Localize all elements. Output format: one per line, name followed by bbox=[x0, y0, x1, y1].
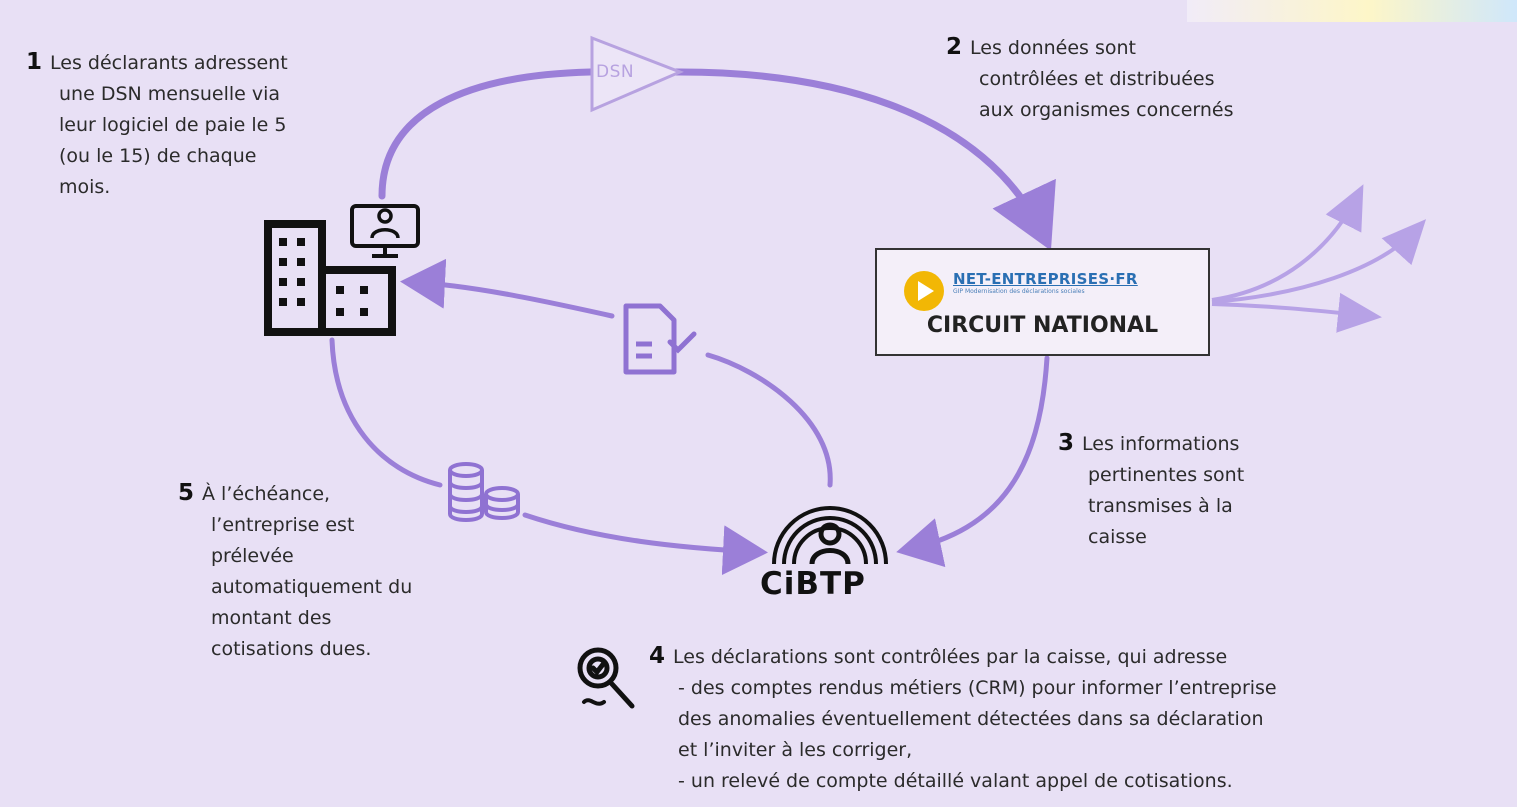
cibtp-logo-icon bbox=[772, 506, 888, 565]
step-4-line: Les déclarations sont contrôlées par la … bbox=[673, 646, 1228, 668]
arrow-distribution-3 bbox=[1211, 292, 1382, 333]
dsn-label: DSN bbox=[596, 62, 635, 82]
circuit-national-label: CIRCUIT NATIONAL bbox=[926, 313, 1159, 338]
arrow-distribution-2 bbox=[1211, 219, 1427, 304]
arrow-distribution-1 bbox=[1211, 184, 1364, 302]
step-1-text: 1 Les déclarants adressent une DSN mensue… bbox=[26, 47, 426, 203]
document-check-icon bbox=[623, 303, 697, 375]
corner-decoration bbox=[1187, 0, 1517, 22]
step-2-number: 2 bbox=[946, 34, 963, 60]
step-3-line: pertinentes sont bbox=[1088, 464, 1245, 486]
dsn-triangle bbox=[590, 35, 684, 113]
cibtp-label: CiBTP bbox=[760, 566, 866, 602]
step-5-line: À l’échéance, bbox=[202, 483, 331, 505]
step-4-number: 4 bbox=[649, 643, 666, 669]
net-entreprises-play-icon bbox=[904, 271, 944, 311]
person-monitor-icon bbox=[350, 204, 420, 258]
arrow-coins-to-cibtp bbox=[522, 512, 768, 576]
net-entreprises-name: NET-ENTREPRISES·FR bbox=[953, 270, 1138, 288]
step-1-number: 1 bbox=[26, 49, 43, 75]
step-1-line: leur logiciel de paie le 5 bbox=[59, 114, 287, 136]
step-4-line: des anomalies éventuellement détectées d… bbox=[678, 708, 1264, 730]
step-2-line: Les données sont bbox=[970, 37, 1136, 59]
arrow-dsn-to-net bbox=[378, 68, 1056, 251]
step-3-text: 3 Les informations pertinentes sont trans… bbox=[1058, 428, 1338, 553]
step-4-line: et l’inviter à les corriger, bbox=[678, 739, 913, 761]
step-2-text: 2 Les données sont contrôlées et distribu… bbox=[946, 32, 1366, 126]
arrow-cibtp-to-building bbox=[705, 352, 833, 488]
step-5-line: prélevée bbox=[211, 545, 294, 567]
step-1-line: une DSN mensuelle via bbox=[59, 83, 281, 105]
step-1-line: Les déclarants adressent bbox=[50, 52, 288, 74]
step-5-line: automatiquement du bbox=[211, 576, 413, 598]
net-entreprises-box: NET-ENTREPRISES·FR GIP Modernisation des… bbox=[875, 248, 1210, 356]
step-4-text: 4 Les déclarations sont contrôlées par la… bbox=[649, 641, 1509, 797]
step-2-line: contrôlées et distribuées bbox=[979, 68, 1215, 90]
step-4-line: - un relevé de compte détaillé valant ap… bbox=[678, 770, 1233, 792]
step-5-line: l’entreprise est bbox=[211, 514, 355, 536]
step-3-number: 3 bbox=[1058, 430, 1075, 456]
arrow-net-to-cibtp bbox=[896, 355, 1050, 568]
step-2-line: aux organismes concernés bbox=[979, 99, 1234, 121]
step-5-line: montant des bbox=[211, 607, 332, 629]
step-1-line: (ou le 15) de chaque bbox=[59, 145, 257, 167]
step-4-line: - des comptes rendus métiers (CRM) pour … bbox=[678, 677, 1277, 699]
search-check-icon bbox=[577, 647, 635, 709]
net-entreprises-subtitle: GIP Modernisation des déclarations socia… bbox=[953, 288, 1085, 295]
building-icon bbox=[264, 220, 396, 336]
step-5-number: 5 bbox=[178, 480, 195, 506]
step-5-line: cotisations dues. bbox=[211, 638, 372, 660]
step-3-line: transmises à la bbox=[1088, 495, 1233, 517]
arrow-building-to-coins bbox=[329, 337, 443, 488]
step-3-line: caisse bbox=[1088, 526, 1147, 548]
step-3-line: Les informations bbox=[1082, 433, 1240, 455]
arrow-document-to-building bbox=[400, 258, 615, 319]
step-5-text: 5 À l’échéance, l’entreprise est prélevée… bbox=[178, 478, 498, 665]
coins-icon bbox=[448, 462, 520, 522]
step-1-line: mois. bbox=[59, 176, 111, 198]
